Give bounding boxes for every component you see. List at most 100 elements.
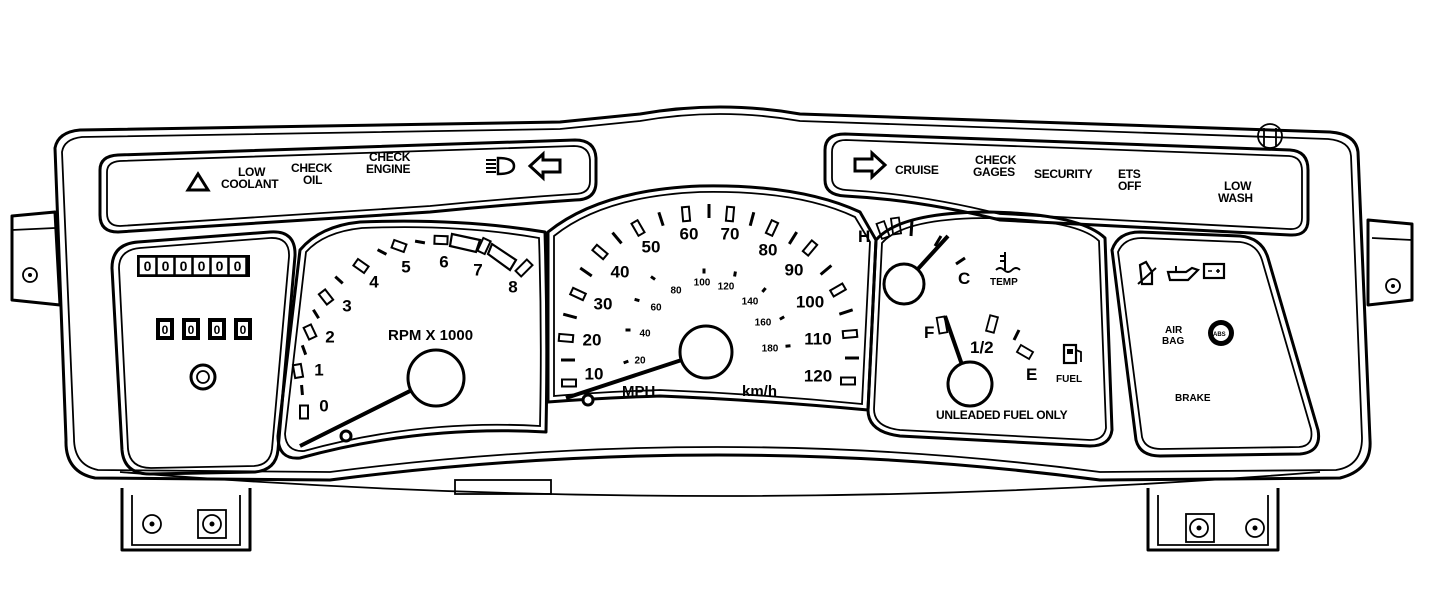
mph-major-tick (840, 376, 856, 386)
tach-minor-tick (376, 248, 388, 256)
mph-minor-tick (657, 211, 665, 227)
mph-major-tick (568, 286, 588, 302)
tach-tick-label: 0 (319, 397, 328, 416)
trip-digit-window (212, 322, 222, 336)
security-label: SECURITY (1034, 167, 1093, 181)
kmh-tick-label: 120 (718, 282, 735, 293)
headlamp-icon (486, 156, 516, 176)
trip-digit-window (186, 322, 196, 336)
redline-segment (486, 242, 518, 272)
tach-major-tick (291, 362, 305, 380)
mph-major-tick (590, 243, 610, 261)
mph-tick-label: 90 (785, 261, 804, 280)
mph-minor-tick (611, 231, 623, 245)
temp-hot-label: H (858, 227, 870, 246)
check-oil-line1: CHECK (291, 161, 333, 175)
left-turn-arrow-icon (527, 150, 562, 182)
fuel-label: FUEL (1056, 374, 1082, 385)
mph-minor-tick (819, 264, 833, 276)
mph-tick-label: 30 (594, 295, 613, 314)
seatbelt-icon (1137, 260, 1157, 286)
mph-tick-label: 40 (611, 263, 630, 282)
kmh-tick-mark (779, 315, 785, 321)
kmh-tick-label: 140 (742, 297, 759, 308)
coolant-temp-icon (995, 252, 1021, 273)
temp-fuel-panel (866, 210, 1114, 448)
warning-lamps-right: CRUISE CHECK GAGES SECURITY ETS OFF LOW … (853, 149, 1253, 205)
tach-minor-tick (414, 239, 426, 245)
mph-tick-label: 60 (680, 225, 699, 244)
mph-tick-label: 80 (759, 241, 778, 260)
tach-minor-tick (312, 308, 320, 320)
kmh-tick-label: 80 (670, 286, 682, 297)
right-turn-arrow-icon (853, 149, 888, 181)
mph-major-tick (630, 218, 646, 238)
kmh-tick-mark (623, 359, 629, 365)
odometer-digit-cell (175, 257, 192, 275)
trip-digit-window (160, 322, 170, 336)
mph-major-tick (557, 332, 575, 344)
check-engine-line2: ENGINE (366, 162, 411, 176)
odometer-digit-cell (229, 257, 246, 275)
kmh-tick-mark (761, 287, 767, 293)
airbag-line2: BAG (1162, 336, 1184, 347)
odometer-digit-cell (193, 257, 210, 275)
odometer-digit: 0 (162, 258, 170, 274)
kmh-tick-label: 180 (762, 344, 779, 355)
battery-icon (1202, 262, 1226, 280)
speedometer-hub (678, 324, 734, 380)
mph-tick-label: 120 (804, 367, 832, 386)
mph-major-tick (841, 328, 859, 340)
odometer-digit: 0 (180, 258, 188, 274)
brake-label: BRAKE (1175, 393, 1211, 404)
abs-icon: ABS (1208, 320, 1234, 346)
tach-major-tick (390, 238, 408, 254)
mph-minor-tick (748, 211, 756, 227)
tach-major-tick (299, 404, 309, 420)
cruise-label: CRUISE (895, 163, 939, 177)
warning-lamps-left: LOW COOLANT CHECK OIL CHECK ENGINE (185, 150, 562, 192)
fuel-gauge: F 1/2 E FUEL UNLEADED FUEL ONLY (924, 314, 1082, 422)
odometer-digit: 0 (234, 258, 242, 274)
trip-digit: 0 (188, 323, 195, 337)
trip-digit: 0 (214, 323, 221, 337)
odometer-digit-cell (139, 257, 156, 275)
mph-minor-tick (838, 308, 854, 316)
temp-label: TEMP (990, 277, 1018, 288)
warning-triangle-icon (185, 171, 211, 192)
check-engine-line1: CHECK (369, 150, 411, 164)
mph-tick-label: 100 (796, 293, 824, 312)
left-warning-panel (98, 138, 598, 234)
mph-major-tick (764, 218, 780, 238)
tach-tick-label: 6 (439, 253, 448, 272)
kmh-tick-mark (650, 275, 656, 281)
kmh-tick-label: 20 (634, 356, 646, 367)
kmh-tick-label: 60 (650, 303, 662, 314)
low-wash-line1: LOW (1224, 179, 1252, 193)
trip-reset-button[interactable] (189, 363, 217, 391)
mph-major-tick (801, 238, 819, 258)
redline-segment (448, 232, 482, 254)
low-coolant-line2: COOLANT (221, 177, 279, 191)
airbag-line1: AIR (1165, 325, 1183, 336)
tach-major-tick (302, 323, 318, 341)
low-coolant-line1: LOW (238, 165, 266, 179)
right-warning-panel (823, 132, 1310, 237)
mph-major-tick (724, 205, 736, 223)
check-gages-line2: GAGES (973, 165, 1015, 179)
tach-tick-label: 1 (314, 361, 323, 380)
temperature-gauge: H C TEMP (858, 216, 1021, 306)
tach-tick-label: 4 (369, 273, 379, 292)
right-indicator-panel: AIR BAG ABS BRAKE (1110, 230, 1321, 458)
odometer-digit: 0 (216, 258, 224, 274)
fuel-empty-label: E (1026, 365, 1037, 384)
ets-off-line1: ETS (1118, 167, 1141, 181)
tach-tick-label: 7 (473, 261, 482, 280)
low-wash-line2: WASH (1218, 191, 1253, 205)
odometer-digit-cell (157, 257, 174, 275)
tach-minor-tick (300, 344, 308, 356)
